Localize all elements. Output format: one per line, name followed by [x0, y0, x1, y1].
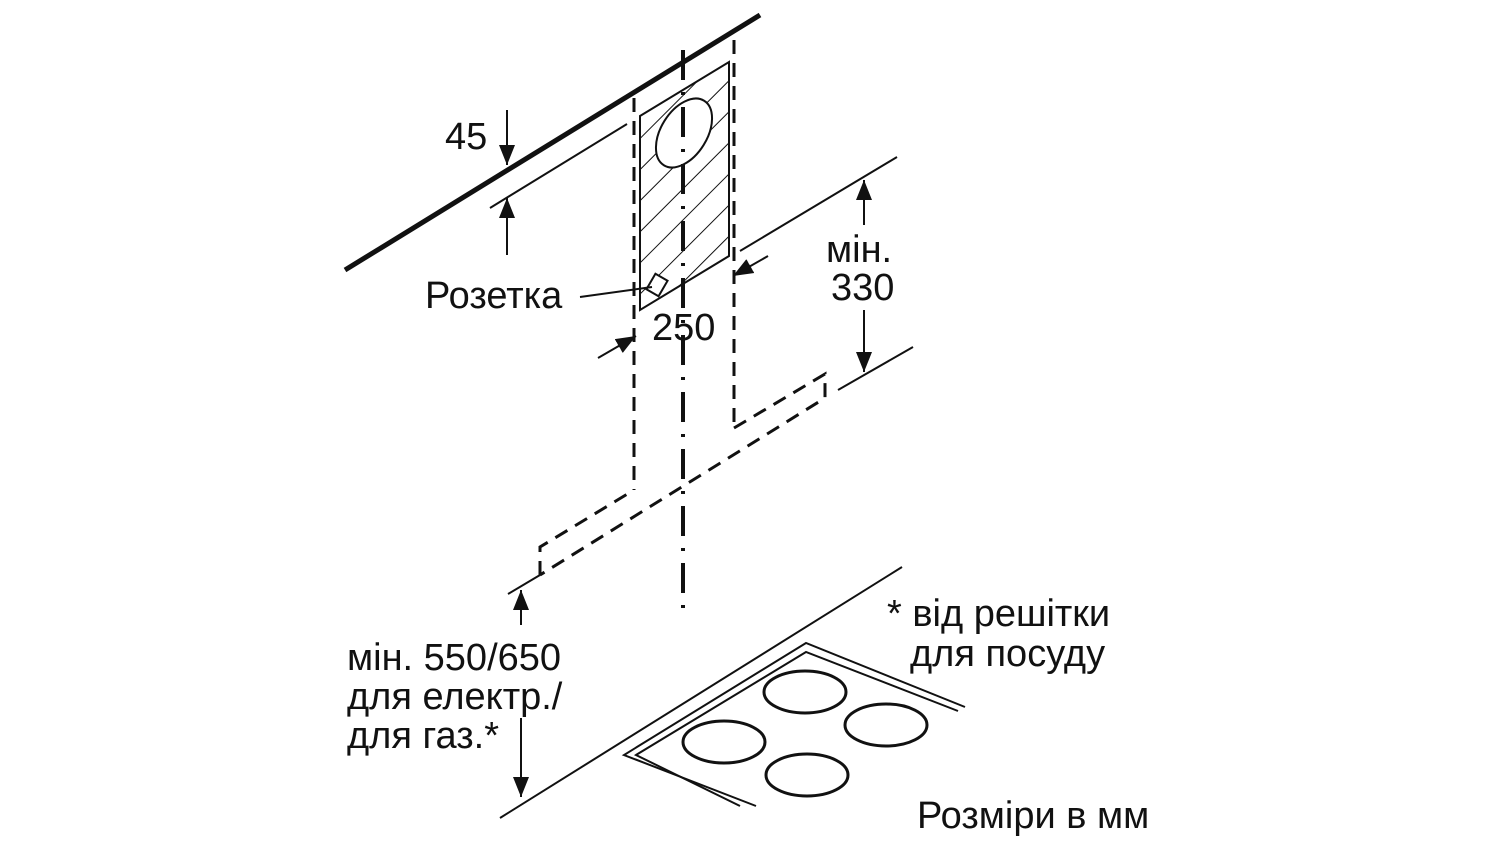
socket-leader [579, 286, 653, 298]
label-min-330-line2: 330 [831, 267, 894, 309]
burner-back [762, 669, 848, 715]
hood-body-dashed [538, 488, 635, 575]
label-min-height-line3: для газ.* [347, 715, 499, 757]
label-min-height-line2: для електр./ [347, 676, 563, 718]
burner-right [843, 702, 929, 748]
burner-front [764, 752, 850, 798]
hood-body-dashed-top [539, 371, 827, 577]
label-ceiling-gap: 45 [445, 116, 487, 158]
ceiling-offset-line [489, 123, 628, 209]
worktop-line [499, 566, 903, 819]
cooktop-outline-inner [633, 650, 959, 807]
hood-bottom-line [507, 574, 541, 595]
label-min-330-line1: мін. [826, 229, 892, 271]
dim-250-right [732, 255, 769, 277]
burner-left [681, 719, 767, 765]
label-chimney-width: 250 [652, 307, 715, 349]
label-footnote-line2: для посуду [910, 633, 1105, 675]
clearance-bottom-line [837, 346, 914, 391]
clearance-top-line [739, 156, 898, 252]
label-socket: Розетка [425, 275, 563, 317]
socket-icon [645, 272, 669, 298]
label-units: Розміри в мм [917, 795, 1149, 837]
dim-250-left [597, 335, 637, 359]
label-min-height-line1: мін. 550/650 [347, 637, 561, 679]
ceiling-line [343, 12, 762, 273]
label-footnote-line1: * від решітки [887, 593, 1110, 635]
